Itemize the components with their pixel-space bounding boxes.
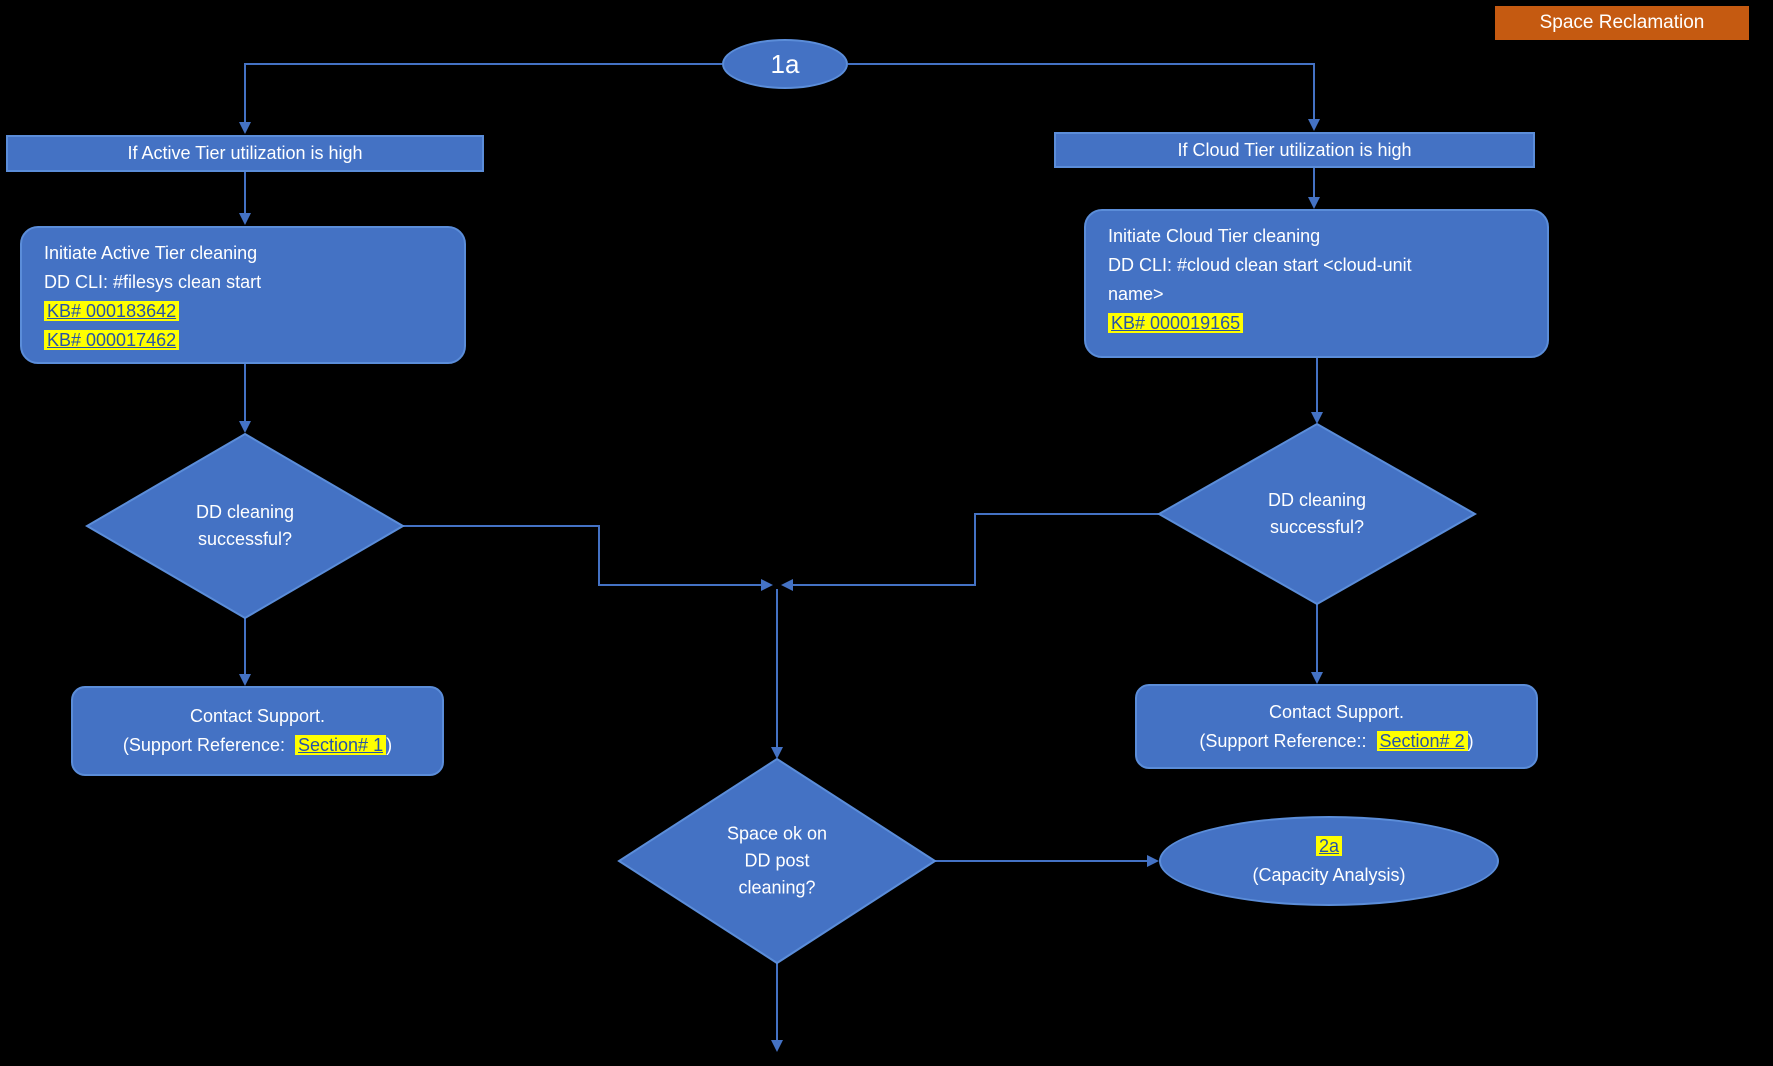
end-node-2a: 2a (Capacity Analysis) <box>1159 816 1499 906</box>
arrowhead <box>239 122 251 134</box>
process-line: name> <box>1108 284 1164 304</box>
space-reclamation-badge: Space Reclamation <box>1495 6 1749 40</box>
page-link-2a[interactable]: 2a <box>1315 836 1343 856</box>
badge-label: Space Reclamation <box>1539 12 1705 33</box>
kb-link-000019165[interactable]: KB# 000019165 <box>1108 313 1244 333</box>
contact-support-title: Contact Support. <box>189 706 326 726</box>
kb-link-000183642[interactable]: KB# 000183642 <box>44 301 180 321</box>
connector-start-to-active-condition <box>244 63 722 124</box>
active-tier-cleaning-process-node: Initiate Active Tier cleaning DD CLI: #f… <box>20 226 466 364</box>
process-line: DD CLI: #filesys clean start <box>44 272 262 292</box>
cloud-contact-support-node: Contact Support. (Support Reference:: Se… <box>1135 684 1538 769</box>
arrowhead <box>771 747 783 759</box>
cloud-cleaning-decision-shape <box>1156 422 1478 606</box>
process-line: DD CLI: #cloud clean start <cloud-unit <box>1108 255 1412 275</box>
support-reference-line: (Support Reference: Section# 1) <box>122 735 393 755</box>
section-2-link[interactable]: Section# 2 <box>1376 730 1468 751</box>
arrowhead <box>1147 855 1159 867</box>
connector-start-to-cloud-condition <box>848 63 1315 121</box>
arrowhead <box>239 674 251 686</box>
cloud-tier-condition-node: If Cloud Tier utilization is high <box>1054 132 1535 168</box>
contact-support-title: Contact Support. <box>1268 701 1405 722</box>
arrowhead <box>1311 672 1323 684</box>
cloud-cleaning-decision-label: DD cleaning successful? <box>1267 490 1367 537</box>
arrowhead <box>1311 412 1323 424</box>
arrowhead-merge-right <box>761 579 773 591</box>
space-ok-decision-label: Space ok on DD post cleaning? <box>726 823 828 898</box>
active-cleaning-decision-label: DD cleaning successful? <box>195 502 295 549</box>
cloud-tier-condition-label: If Cloud Tier utilization is high <box>1177 139 1412 160</box>
connector-active-decision-to-merge <box>403 525 762 586</box>
active-tier-condition-label: If Active Tier utilization is high <box>127 143 363 163</box>
space-ok-decision-shape <box>617 757 937 965</box>
arrowhead <box>771 1040 783 1052</box>
arrowhead <box>1308 197 1320 209</box>
arrowhead <box>239 213 251 225</box>
active-tier-condition-node: If Active Tier utilization is high <box>6 135 484 172</box>
section-1-link[interactable]: Section# 1 <box>295 735 387 755</box>
end-node-label: (Capacity Analysis) <box>1252 865 1406 885</box>
active-cleaning-decision-shape <box>85 432 405 620</box>
process-line: Initiate Cloud Tier cleaning <box>1108 226 1321 246</box>
cloud-tier-cleaning-process-node: Initiate Cloud Tier cleaning DD CLI: #cl… <box>1084 209 1549 358</box>
start-node-label: 1a <box>770 48 800 79</box>
start-node-1a: 1a <box>722 39 848 89</box>
arrowhead <box>239 421 251 433</box>
connector-cloud-decision-to-merge <box>792 513 1159 586</box>
kb-link-000017462[interactable]: KB# 000017462 <box>44 330 180 350</box>
process-line: Initiate Active Tier cleaning <box>44 243 258 263</box>
arrowhead-merge-left <box>781 579 793 591</box>
support-reference-line: (Support Reference:: Section# 2) <box>1199 730 1474 751</box>
arrowhead <box>1308 119 1320 131</box>
active-contact-support-node: Contact Support. (Support Reference: Sec… <box>71 686 444 776</box>
